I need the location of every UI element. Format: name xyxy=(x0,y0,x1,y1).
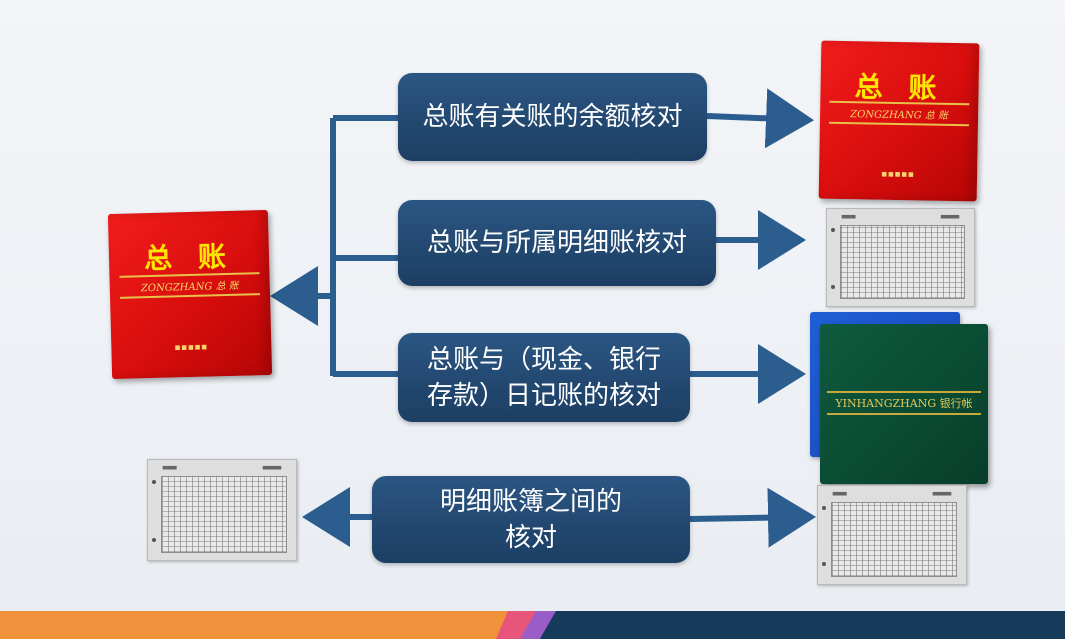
arrow-to-right-ledger xyxy=(706,88,814,149)
box-line: 总账有关账的余额核对 xyxy=(422,102,683,132)
ledger-subtitle: ZONGZHANG 总 账 xyxy=(119,272,261,299)
box-line: 总账与（现金、银行 xyxy=(426,344,661,375)
bank-journal-subtitle: YINHANGZHANG 银行帐 xyxy=(826,391,982,416)
ledger-sheet-icon: ▄▄▄▄▄▄▄ xyxy=(841,212,960,219)
box-line: 核对 xyxy=(504,522,557,553)
arrow-to-detail-sheet-right xyxy=(689,487,816,548)
connector-layer xyxy=(270,88,816,548)
punch-hole-icon xyxy=(152,538,157,542)
box-general-balance-check: 总账有关账的余额核对 xyxy=(398,73,707,161)
punch-hole-icon xyxy=(152,480,157,484)
punch-hole-icon xyxy=(822,505,827,510)
ledger-grid xyxy=(161,476,288,553)
punch-hole-icon xyxy=(831,284,836,289)
ledger-decoration-icon: ■■■■■ xyxy=(881,170,915,179)
ledger-subtitle: ZONGZHANG 总 账 xyxy=(829,100,969,127)
box-general-detail-check: 总账与所属明细账核对 xyxy=(398,200,716,286)
general-ledger-book-right: 总 账 ZONGZHANG 总 账 ■■■■■ xyxy=(818,40,980,202)
ledger-sheet-icon: ▄▄▄▄▄▄▄ xyxy=(832,489,952,496)
general-ledger-book-left: 总 账 ZONGZHANG 总 账 ■■■■■ xyxy=(107,209,273,380)
punch-hole-icon xyxy=(822,562,827,567)
detail-ledger-sheet-bottom-left: ▄▄▄▄▄▄▄ xyxy=(147,459,297,561)
detail-ledger-sheet-top-right: ▄▄▄▄▄▄▄ xyxy=(826,208,975,307)
ledger-grid xyxy=(831,501,958,578)
detail-ledger-sheet-bottom-right: ▄▄▄▄▄▄▄ xyxy=(817,485,967,585)
footer-orange-bar xyxy=(0,611,512,639)
bank-journal-book: YINHANGZHANG 银行帐 xyxy=(810,312,990,484)
ledger-sheet-icon: ▄▄▄▄▄▄▄ xyxy=(162,463,282,470)
bank-journal-front-cover: YINHANGZHANG 银行帐 xyxy=(820,324,988,484)
box-detail-between-check: 明细账簿之间的 核对 xyxy=(372,476,690,563)
box-line: 明细账簿之间的 xyxy=(439,486,622,517)
box-general-journal-check: 总账与（现金、银行 存款）日记账的核对 xyxy=(398,333,690,422)
ledger-title: 总 账 xyxy=(143,239,235,276)
ledger-decoration-icon: ■■■■■ xyxy=(174,343,209,352)
ledger-grid xyxy=(840,224,966,300)
punch-hole-icon xyxy=(831,228,836,233)
box-line: 存款）日记账的核对 xyxy=(426,380,661,411)
box-line: 总账与所属明细账核对 xyxy=(426,228,687,258)
